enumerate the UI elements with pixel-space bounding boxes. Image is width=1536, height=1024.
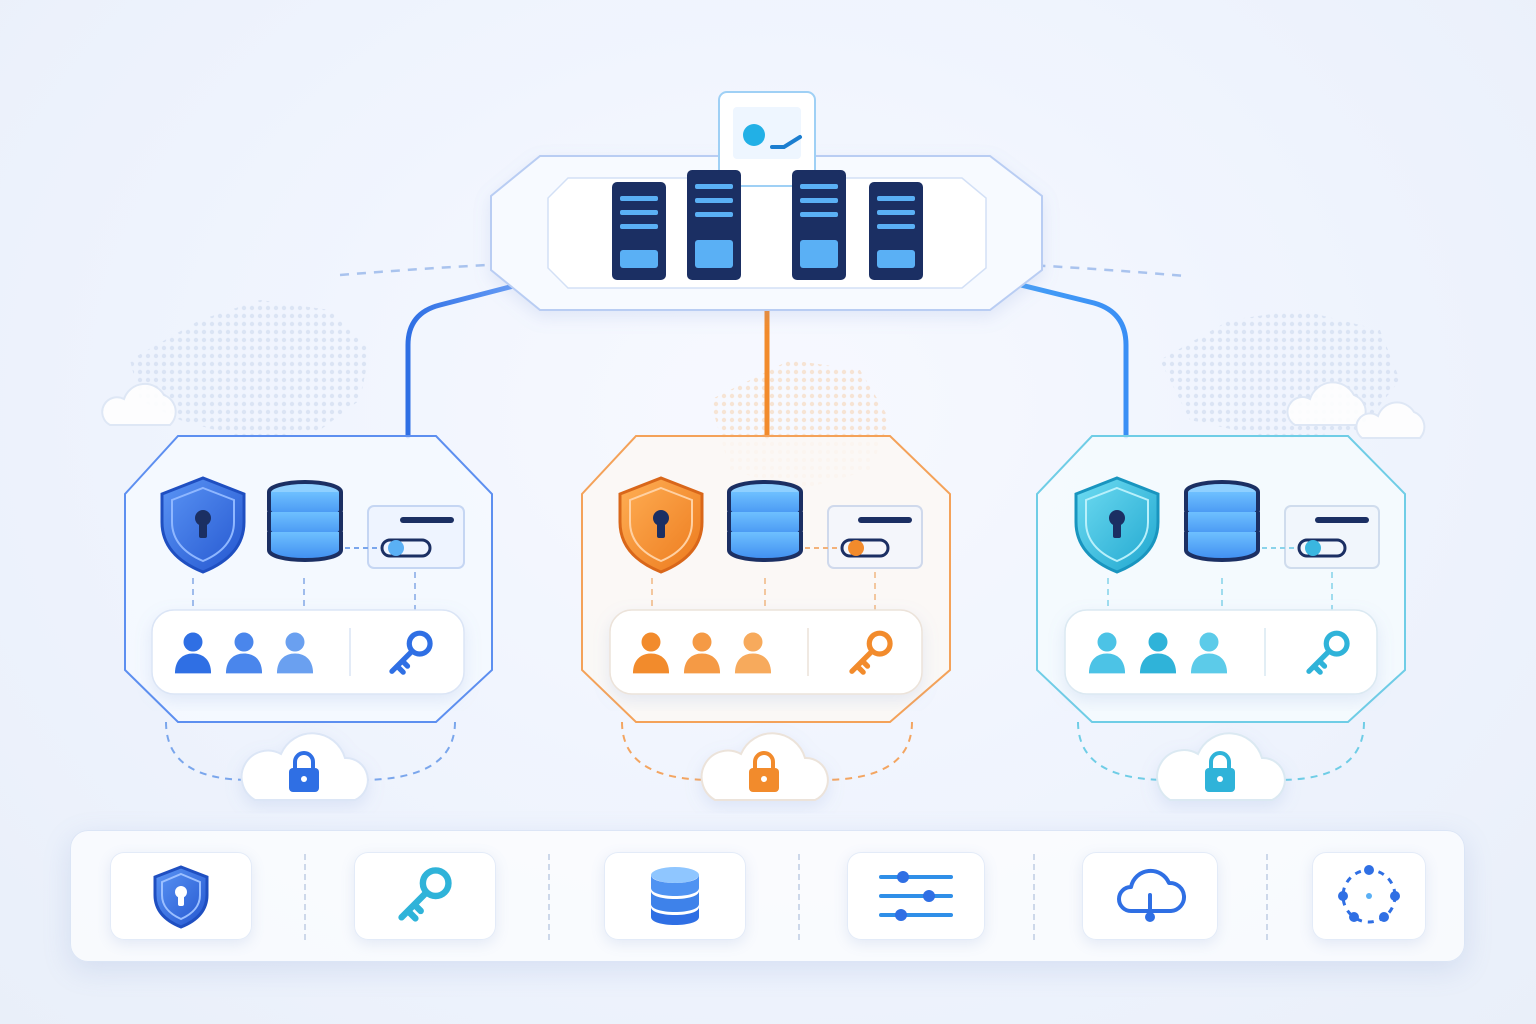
toolbar-key-button[interactable]: [354, 852, 496, 940]
toolbar-divider: [798, 854, 800, 940]
toolbar-divider: [1266, 854, 1268, 940]
toolbar-divider: [304, 854, 306, 940]
toggle-card-icon[interactable]: [345, 505, 465, 569]
server-rack-3: [792, 170, 846, 280]
server-rack-2: [687, 170, 741, 280]
cloud-decoration-right: [1286, 381, 1426, 439]
users-key-panel[interactable]: [1064, 609, 1378, 695]
database-icon: [1184, 480, 1260, 562]
users-key-panel[interactable]: [609, 609, 923, 695]
shield-keyhole-icon: [1074, 476, 1160, 574]
cloud-upload-icon: [1117, 868, 1187, 922]
shield-keyhole-icon: [153, 865, 209, 929]
key-icon: [398, 867, 452, 922]
node-right[interactable]: [1036, 435, 1406, 801]
node-left[interactable]: [124, 435, 493, 801]
sliders-icon: [879, 871, 953, 921]
admin-badge[interactable]: [718, 91, 816, 187]
toolbar-network-button[interactable]: [1312, 852, 1426, 940]
users-key-panel[interactable]: [151, 609, 465, 695]
node-center[interactable]: [581, 435, 951, 801]
toolbar-settings-button[interactable]: [847, 852, 985, 940]
bottom-toolbar: [70, 830, 1465, 962]
toggle-card-icon[interactable]: [805, 505, 923, 569]
toolbar-security-button[interactable]: [110, 852, 252, 940]
toolbar-cloud-button[interactable]: [1082, 852, 1218, 940]
cloud-lock-icon[interactable]: [1156, 732, 1286, 801]
connector-right: [965, 269, 1129, 439]
user-check-icon: [743, 124, 802, 149]
cloud-lock-icon[interactable]: [700, 732, 829, 801]
server-rack-1: [612, 182, 666, 280]
toggle-card-icon[interactable]: [1262, 505, 1380, 569]
database-icon: [651, 867, 699, 925]
server-rack-4: [869, 182, 923, 280]
connector-left: [405, 269, 571, 439]
toolbar-database-button[interactable]: [604, 852, 746, 940]
network-ring-icon: [1338, 865, 1400, 924]
database-icon: [727, 480, 803, 562]
toolbar-divider: [548, 854, 550, 940]
cloud-lock-icon[interactable]: [240, 732, 369, 801]
database-icon: [267, 480, 343, 562]
shield-keyhole-icon: [160, 476, 246, 574]
shield-keyhole-icon: [618, 476, 704, 574]
toolbar-divider: [1033, 854, 1035, 940]
cloud-decoration-left: [101, 382, 177, 426]
